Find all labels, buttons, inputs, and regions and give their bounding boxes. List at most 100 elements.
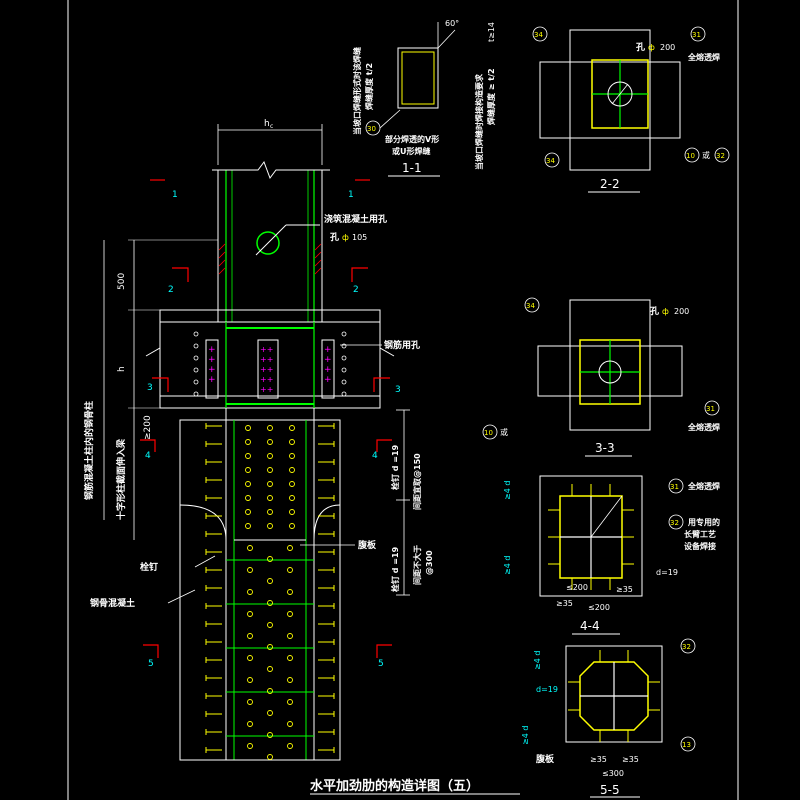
detail44-caption: 4-4 <box>580 619 600 633</box>
stud-circle <box>247 721 253 727</box>
rc-label: 钢骨混凝土 <box>90 597 135 609</box>
detail22-hole-value: 200 <box>660 43 675 52</box>
stud-circle <box>247 743 253 749</box>
detail22-or: 或 <box>702 150 710 160</box>
stud-circle <box>267 467 273 473</box>
detail11-caption: 1-1 <box>402 161 422 175</box>
svg-text:+: + <box>208 355 216 365</box>
stud-circle <box>245 481 251 487</box>
detail-1-1: 60° 当坡口焊缝形式时该焊缝 焊缝厚度 t/2 当坡口焊缝时焊接构造要求 焊缝… <box>352 19 496 177</box>
weld-note-2: 或U形焊缝 <box>392 146 431 156</box>
stud-circle <box>247 545 253 551</box>
stud-circle <box>247 677 253 683</box>
detail33-diameter-symbol: ф <box>662 307 669 316</box>
detail22-bubble-31: 31 <box>692 31 701 39</box>
stud-circle <box>289 481 295 487</box>
stud-circle <box>267 509 273 515</box>
stud-circle <box>267 453 273 459</box>
svg-text:+: + <box>324 375 332 385</box>
stud-circle <box>267 688 273 694</box>
stud-circle <box>267 732 273 738</box>
detail11-dim-t14: t≥14 <box>487 22 496 42</box>
dim-hc-left: h <box>117 366 127 372</box>
svg-text:+: + <box>324 365 332 375</box>
svg-text:++: ++ <box>260 355 273 364</box>
svg-text:+: + <box>208 345 216 355</box>
detail44-dim-bot: ≥4 d <box>503 556 512 575</box>
stud-circle <box>289 439 295 445</box>
stud-circle <box>287 721 293 727</box>
detail11-note-right2: 焊缝厚度 ≥ t/2 <box>486 68 496 125</box>
detail-2-2: 孔 ф 200 全熔透焊 34 31 34 10 或 32 2-2 <box>532 26 730 193</box>
detail44-d19: d=19 <box>656 568 678 577</box>
detail44-bubble-31: 31 <box>670 483 679 491</box>
stud-circle <box>287 677 293 683</box>
stud-circle <box>289 453 295 459</box>
stud-circle <box>267 578 273 584</box>
stud-circle <box>245 509 251 515</box>
detail33-or: 或 <box>500 427 508 437</box>
section-mark-5-left: 5 <box>148 659 154 669</box>
section-mark-1-right: 1 <box>348 190 354 200</box>
hole-105-label: 孔 <box>330 231 339 243</box>
stud-circle <box>289 509 295 515</box>
stud-label: 栓钉 <box>140 561 158 573</box>
detail44-ge35a: ≥35 <box>556 599 573 608</box>
angle-60: 60° <box>445 19 459 28</box>
detail11-note-right: 当坡口焊缝时焊接构造要求 <box>474 73 484 170</box>
stud-circles <box>245 425 295 760</box>
detail33-hole-label: 孔 <box>650 305 659 317</box>
svg-text:+: + <box>324 345 332 355</box>
section-mark-3-right: 3 <box>395 385 401 395</box>
svg-text:+: + <box>208 375 216 385</box>
stud-circle <box>267 425 273 431</box>
detail33-bubble-31: 31 <box>706 405 715 413</box>
stud-circle <box>247 655 253 661</box>
web-plate-label: 腹板 <box>357 539 377 551</box>
stud-circle <box>245 439 251 445</box>
dim-hc-top-sub: c <box>270 123 273 130</box>
section-mark-4-right: 4 <box>372 451 378 461</box>
stud-circle <box>267 600 273 606</box>
detail55-ge35b: ≥35 <box>622 755 639 764</box>
left-vertical-note-1: 钢筋混凝土柱内的钢骨柱 <box>83 401 95 500</box>
detail44-note-2: 长臂工艺 <box>684 529 716 539</box>
stud-label-2: 栓钉 d =19 <box>390 546 400 592</box>
detail55-dim-top: ≥4 d <box>533 651 542 670</box>
stud-circle <box>289 467 295 473</box>
stud-circle <box>267 622 273 628</box>
shear-studs <box>205 423 335 753</box>
stud-circle <box>247 611 253 617</box>
detail11-bubble: 30 <box>367 125 376 133</box>
stud-circle <box>267 556 273 562</box>
weld-note-1: 部分焊透的V形 <box>385 134 439 144</box>
stud-circle <box>245 467 251 473</box>
stud-circle <box>267 710 273 716</box>
stud-circle <box>287 567 293 573</box>
detail33-caption: 3-3 <box>595 441 615 455</box>
stud-circle <box>245 453 251 459</box>
dim-hc-top: h <box>264 119 270 129</box>
detail33-hole-value: 200 <box>674 307 689 316</box>
detail55-caption: 5-5 <box>600 783 620 797</box>
stud-circle <box>287 545 293 551</box>
stud-circle <box>267 495 273 501</box>
section-mark-4-left: 4 <box>145 451 151 461</box>
detail33-bubble-10: 10 <box>484 429 493 437</box>
svg-text:++: ++ <box>260 365 273 374</box>
stud-circle <box>267 666 273 672</box>
detail55-bubble-32: 32 <box>682 643 691 651</box>
detail-4-4: ≥4 d ≥4 d 31 全熔透焊 32 用专用的 长臂工艺 设备焊接 d=19… <box>503 475 720 635</box>
svg-text:++: ++ <box>260 375 273 384</box>
dim-ge200: ≥200 <box>143 415 153 440</box>
detail22-bubble-34b: 34 <box>546 157 555 165</box>
svg-text:++: ++ <box>260 385 273 394</box>
rebar-hole-label: 钢筋用孔 <box>384 339 420 351</box>
stud-circle <box>289 495 295 501</box>
drawing-title: 水平加劲肋的构造详图（五） <box>310 778 479 794</box>
section-mark-2-left: 2 <box>168 285 174 295</box>
detail22-hole-label: 孔 <box>636 41 645 53</box>
stud-circle <box>247 567 253 573</box>
